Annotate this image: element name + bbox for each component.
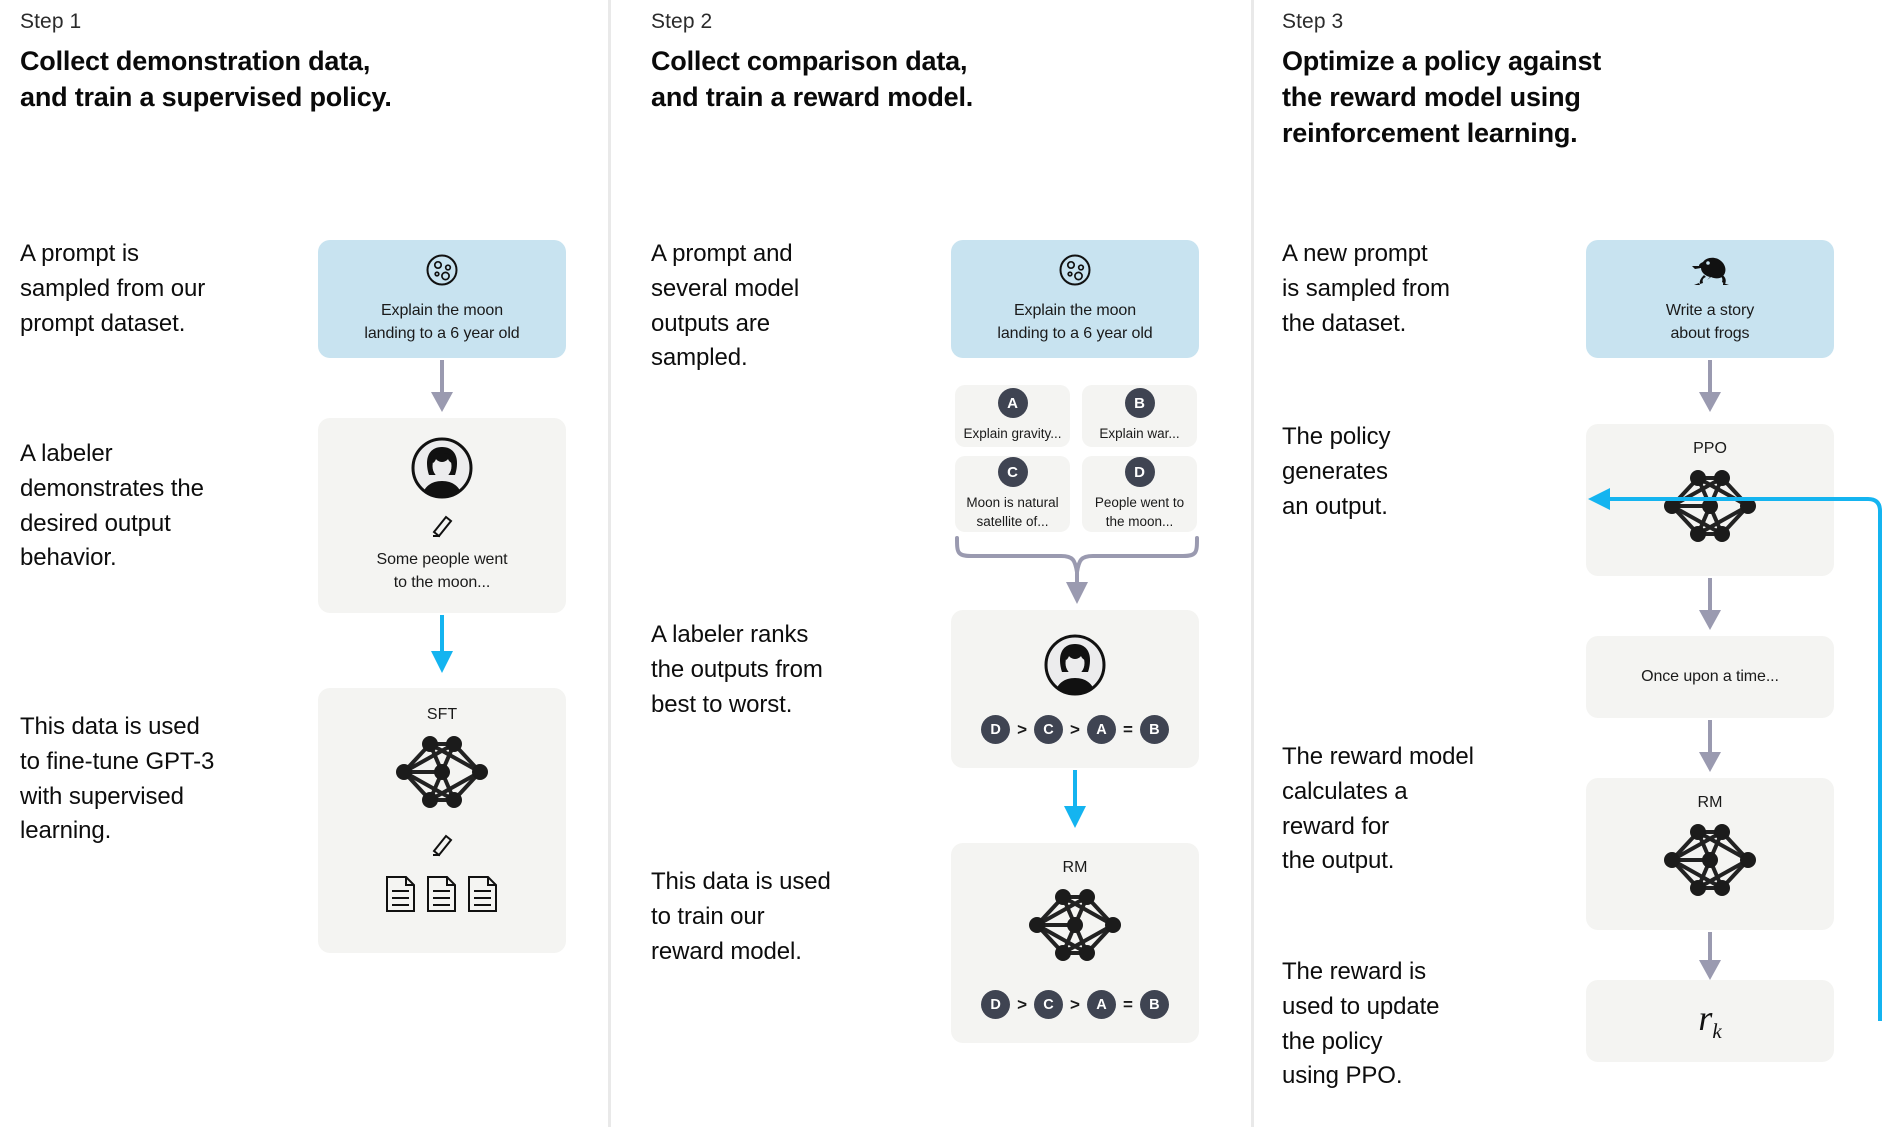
sft-label: SFT — [426, 706, 458, 723]
output-card-d: D People went to the moon... — [1082, 456, 1197, 532]
step-1-labeler-box: Some people went to the moon... — [318, 418, 566, 613]
step-1-label: Step 1 — [20, 10, 82, 33]
arrow-ppo-to-output — [1699, 578, 1721, 630]
feedback-loop-arrow — [1588, 488, 1882, 1021]
step-1-paragraph-3: This data is used to fine-tune GPT-3 wit… — [20, 713, 215, 845]
rm-rank-op-1: > — [1017, 994, 1028, 1014]
column-divider-2 — [1251, 0, 1254, 1127]
output-card-b: B Explain war... — [1082, 385, 1197, 447]
step-3-paragraph-3: The reward model calculates a reward for… — [1282, 743, 1474, 875]
step-2-prompt-box: Explain the moon landing to a 6 year old — [951, 240, 1199, 358]
step-3-reward-box: rk — [1586, 980, 1834, 1062]
step-2-paragraph-2: A labeler ranks the outputs from best to… — [651, 621, 823, 718]
neural-network-icon — [1658, 816, 1762, 909]
output-text-a: Explain gravity... — [963, 426, 1062, 442]
rank-op-2: > — [1070, 719, 1080, 739]
brace-outputs-to-labeler — [955, 536, 1199, 604]
ranking-row-rm: D > C > A = B — [981, 990, 1169, 1019]
reward-subscript: k — [1712, 1019, 1722, 1044]
step-1-prompt-box: Explain the moon landing to a 6 year old — [318, 240, 566, 358]
rank-badge-1: D — [981, 715, 1011, 744]
arrow-prompt-to-ppo — [1699, 360, 1721, 412]
step-3-paragraph-2: The policy generates an output. — [1282, 423, 1391, 520]
step-2-label: Step 2 — [651, 10, 713, 33]
step-2-paragraph-1: A prompt and several model outputs are s… — [651, 240, 800, 372]
rank-op-1: > — [1017, 719, 1028, 739]
arrow-output-to-rm — [1699, 720, 1721, 772]
rm-label-step3: RM — [1697, 794, 1723, 811]
column-divider-1 — [608, 0, 611, 1127]
step-3-paragraph-4: The reward is used to update the policy … — [1282, 958, 1440, 1090]
rank-badge-4: B — [1139, 715, 1169, 744]
output-text-c: Moon is natural satellite of... — [966, 495, 1059, 529]
step-1-labeler-caption: Some people went to the moon... — [376, 551, 508, 591]
ranking-row-labeler: D > C > A = B — [981, 715, 1169, 744]
step-1-paragraph-2: A labeler demonstrates the desired outpu… — [20, 440, 204, 572]
step-3-column: Step 3 Optimize a policy against the rew… — [1262, 0, 1903, 1127]
frog-icon — [1687, 253, 1733, 292]
pencil-icon — [429, 831, 455, 862]
rm-rank-badge-4: B — [1139, 990, 1169, 1019]
labeler-avatar-icon — [411, 437, 473, 504]
step-1-paragraph-1: A prompt is sampled from our prompt data… — [20, 240, 206, 337]
neural-network-icon — [1658, 462, 1762, 555]
output-card-a: A Explain gravity... — [955, 385, 1070, 447]
neural-network-icon — [1023, 881, 1127, 974]
step-3-title: Optimize a policy against the reward mod… — [1282, 46, 1602, 148]
rm-rank-badge-3: A — [1086, 990, 1116, 1019]
output-badge-a: A — [997, 388, 1028, 419]
step-2-rm-box: RM — [951, 843, 1199, 1043]
arrow-labeler-to-sft — [431, 615, 453, 673]
rm-rank-op-2: > — [1070, 994, 1080, 1014]
documents-icon — [384, 874, 500, 919]
labeler-avatar-icon — [1044, 634, 1106, 701]
rank-badge-3: A — [1086, 715, 1116, 744]
reward-symbol: r — [1698, 998, 1713, 1039]
step-3-output-caption: Once upon a time... — [1641, 667, 1779, 685]
arrow-prompt-to-labeler — [431, 360, 453, 412]
arrow-rm-to-reward — [1699, 932, 1721, 980]
arrow-labeler-to-rm — [1064, 770, 1086, 828]
step-1-sft-box: SFT — [318, 688, 566, 953]
rm-label-step2: RM — [1062, 859, 1088, 876]
output-text-d: People went to the moon... — [1094, 495, 1185, 529]
step-1-prompt-caption: Explain the moon landing to a 6 year old — [364, 302, 520, 342]
step-1-column: Step 1 Collect demonstration data, and t… — [0, 0, 610, 1127]
pencil-icon — [429, 512, 455, 543]
reward-value: rk — [1698, 997, 1721, 1044]
rank-badge-2: C — [1034, 715, 1064, 744]
step-2-paragraph-3: This data is used to train our reward mo… — [651, 868, 831, 965]
step-3-prompt-caption: Write a story about frogs — [1665, 302, 1755, 342]
step-3-label: Step 3 — [1282, 10, 1344, 33]
rm-rank-badge-2: C — [1034, 990, 1064, 1019]
step-3-rm-box: RM — [1586, 778, 1834, 930]
rank-op-3: = — [1122, 719, 1133, 739]
rm-rank-badge-1: D — [981, 990, 1011, 1019]
rm-rank-op-3: = — [1122, 994, 1133, 1014]
moon-icon — [1058, 253, 1092, 292]
output-badge-c: C — [997, 457, 1028, 488]
step-2-column: Step 2 Collect comparison data, and trai… — [631, 0, 1241, 1127]
step-1-title: Collect demonstration data, and train a … — [20, 46, 392, 112]
step-3-output-box: Once upon a time... — [1586, 636, 1834, 718]
output-card-c: C Moon is natural satellite of... — [955, 456, 1070, 532]
step-3-paragraph-1: A new prompt is sampled from the dataset… — [1282, 240, 1450, 337]
output-text-b: Explain war... — [1099, 426, 1180, 442]
step-3-prompt-box: Write a story about frogs — [1586, 240, 1834, 358]
moon-icon — [425, 253, 459, 292]
ppo-label: PPO — [1693, 440, 1727, 457]
output-badge-d: D — [1124, 457, 1155, 488]
neural-network-icon — [390, 728, 494, 821]
step-2-labeler-box: D > C > A = B — [951, 610, 1199, 768]
output-badge-b: B — [1124, 388, 1155, 419]
step-2-prompt-caption: Explain the moon landing to a 6 year old — [997, 302, 1153, 342]
step-2-title: Collect comparison data, and train a rew… — [651, 46, 974, 112]
